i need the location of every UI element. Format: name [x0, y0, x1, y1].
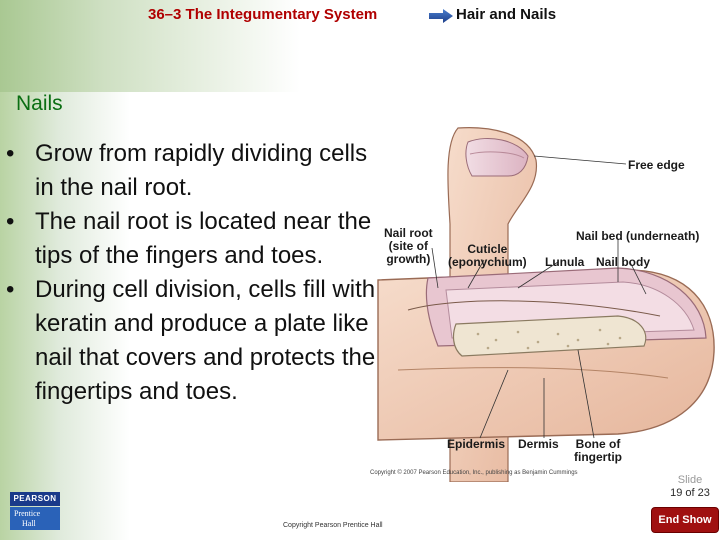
header-topic: Hair and Nails	[456, 6, 557, 23]
label-bone-of-fingertip: Bone of fingertip	[574, 438, 622, 464]
logo-wordmark: PEARSON	[10, 492, 60, 506]
bullet-text: Grow from rapidly dividing cells in the …	[35, 140, 368, 201]
bullet-item: • During cell division, cells fill with k…	[6, 273, 376, 409]
pearson-logo: PEARSON Prentice Hall	[10, 492, 60, 530]
figure-credit: Copyright © 2007 Pearson Education, Inc.…	[370, 470, 578, 476]
copyright-footer: Copyright Pearson Prentice Hall	[283, 522, 383, 529]
label-cuticle-sub: (eponychium)	[448, 255, 527, 269]
end-show-button[interactable]: End Show	[651, 507, 719, 533]
label-cuticle-title: Cuticle	[467, 242, 508, 256]
label-dermis: Dermis	[518, 437, 559, 451]
label-bone-line: fingertip	[574, 450, 622, 464]
bullet-item: • Grow from rapidly dividing cells in the…	[6, 137, 376, 205]
slide-number-label: Slide	[677, 474, 703, 486]
bullet-item: • The nail root is located near the tips …	[6, 205, 376, 273]
label-nail-body: Nail body	[596, 255, 651, 269]
label-nail-root-title: Nail root	[384, 226, 433, 240]
label-nail-root: Nail root (site of growth)	[384, 227, 433, 266]
label-bone-line: Bone of	[575, 437, 621, 451]
header-chapter: 36–3 The Integumentary System	[148, 6, 378, 23]
logo-imprint: Prentice Hall	[10, 507, 60, 530]
bullet-marker: •	[6, 276, 15, 303]
slide-number-value: 19 of 23	[670, 487, 710, 499]
nail-anatomy-illustration	[377, 127, 715, 483]
bullet-text: The nail root is located near the tips o…	[35, 208, 372, 269]
slide-header: 36–3 The Integumentary System Hair and N…	[0, 0, 720, 34]
nail-anatomy-figure: Free edge Nail root (site of growth) Nai…	[368, 120, 720, 483]
logo-line: Prentice	[14, 509, 41, 518]
slide-title: Nails	[16, 92, 63, 115]
label-cuticle: Cuticle (eponychium)	[448, 243, 527, 269]
logo-line: Hall	[22, 519, 36, 528]
bullet-marker: •	[6, 208, 15, 235]
label-nail-root-sub: growth)	[386, 252, 431, 266]
arrow-right-icon	[429, 9, 453, 23]
label-epidermis: Epidermis	[447, 437, 506, 451]
label-nail-root-sub: (site of	[388, 239, 428, 253]
bullet-list: • Grow from rapidly dividing cells in the…	[6, 137, 376, 409]
label-free-edge: Free edge	[628, 158, 685, 172]
bullet-text: During cell division, cells fill with ke…	[35, 276, 376, 405]
slide-number: Slide 19 of 23	[660, 474, 720, 500]
label-nail-bed: Nail bed (underneath)	[576, 229, 700, 243]
top-gradient-band	[0, 0, 300, 92]
bullet-marker: •	[6, 140, 15, 167]
label-lunula: Lunula	[545, 255, 585, 269]
